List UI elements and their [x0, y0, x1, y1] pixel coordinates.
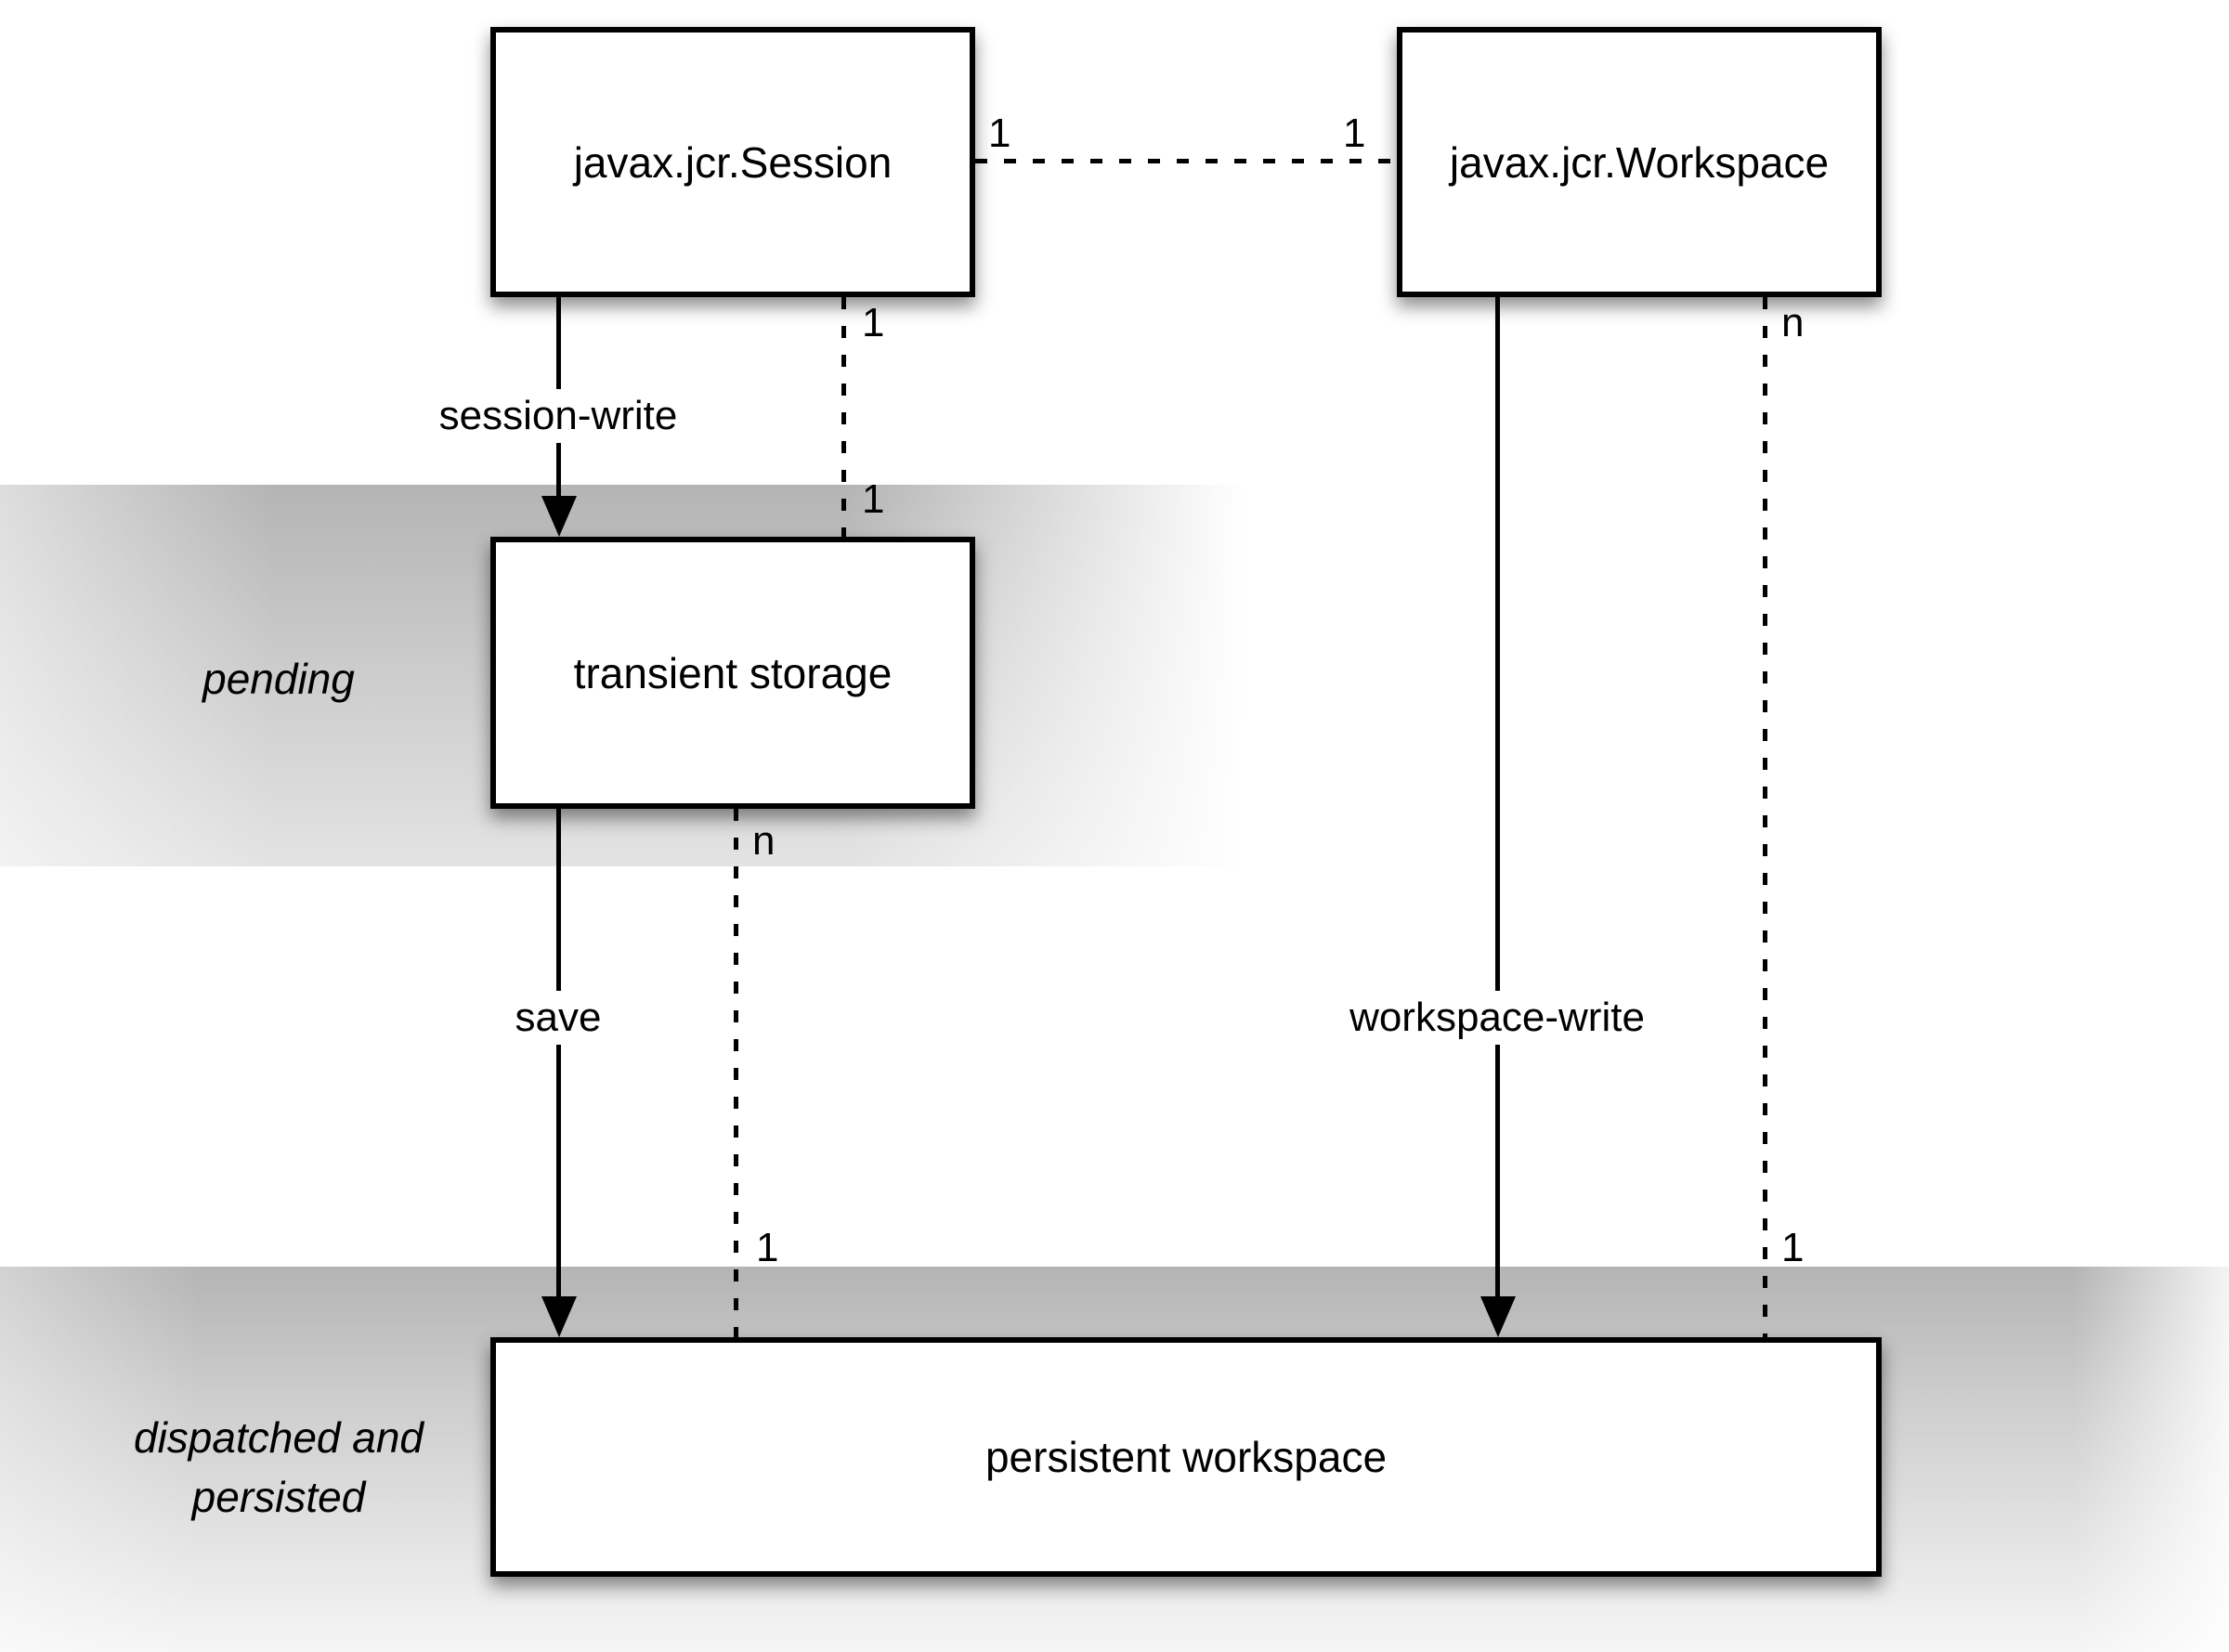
session-node-label: javax.jcr.Session — [573, 137, 893, 187]
workspace-write-arrowhead-icon — [1480, 1296, 1516, 1337]
transient-storage-node-label: transient storage — [573, 648, 893, 697]
workspace-write-arrow-line — [1495, 297, 1500, 1296]
multiplicity-transient-persistent-top: n — [752, 818, 776, 864]
workspace-write-edge-label: workspace-write — [1340, 991, 1654, 1045]
workspace-node-box: javax.jcr.Workspace — [1397, 27, 1882, 297]
pending-zone-label: pending — [202, 655, 355, 703]
transient-storage-node-box: transient storage — [490, 537, 975, 809]
session-node-box: javax.jcr.Session — [490, 27, 975, 297]
workspace-persistent-dashed-line — [1763, 297, 1767, 1337]
dispatched-zone-label-line1: dispatched and — [133, 1413, 424, 1462]
multiplicity-session-transient-top: 1 — [862, 300, 885, 345]
session-transient-dashed-line — [841, 297, 846, 537]
multiplicity-workspace-persistent-bottom: 1 — [1781, 1225, 1805, 1270]
save-arrow-line — [556, 809, 561, 1296]
multiplicity-workspace-persistent-top: n — [1781, 300, 1805, 345]
persistent-workspace-node-box: persistent workspace — [490, 1337, 1882, 1577]
multiplicity-session-workspace-left: 1 — [988, 111, 1011, 156]
session-write-edge-label: session-write — [429, 389, 687, 443]
session-workspace-dashed-line — [975, 159, 1397, 163]
dispatched-zone-label-line2: persisted — [191, 1473, 366, 1521]
persistent-workspace-node-label: persistent workspace — [984, 1433, 1388, 1481]
multiplicity-transient-persistent-bottom: 1 — [756, 1225, 779, 1270]
transient-persistent-dashed-line — [734, 809, 738, 1337]
workspace-node-label: javax.jcr.Workspace — [1449, 137, 1830, 187]
save-edge-label: save — [505, 991, 611, 1045]
session-write-arrowhead-icon — [541, 496, 577, 537]
multiplicity-session-transient-bottom: 1 — [862, 476, 885, 522]
save-arrowhead-icon — [541, 1296, 577, 1337]
multiplicity-session-workspace-right: 1 — [1343, 111, 1366, 156]
